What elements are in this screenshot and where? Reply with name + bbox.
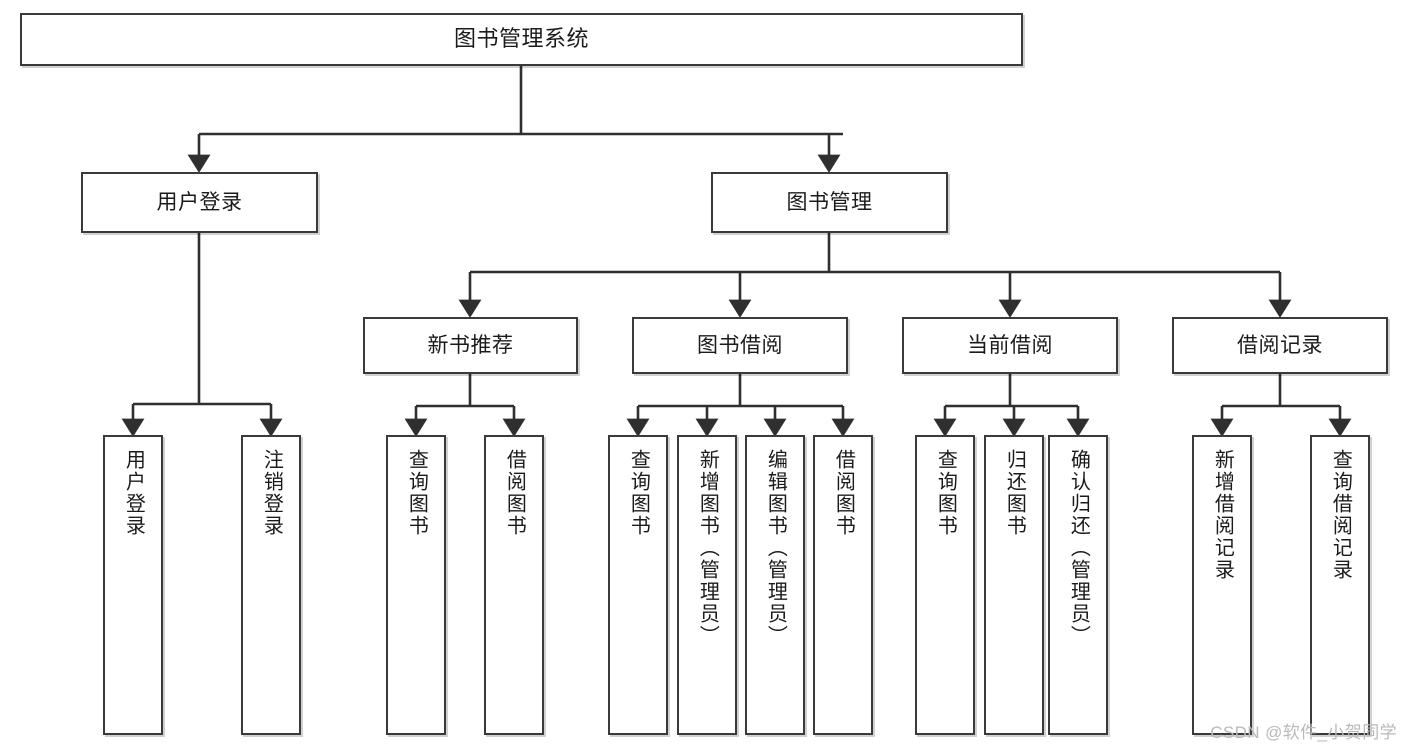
node-label: 注销登录: [260, 449, 283, 537]
node-label: 编辑图书（管理员）: [764, 449, 787, 647]
leaf-return-book[interactable]: 归还图书: [984, 435, 1044, 735]
node-book-manage[interactable]: 图书管理: [711, 172, 948, 233]
leaf-query-book-current[interactable]: 查询图书: [915, 435, 975, 735]
node-label: 用户登录: [156, 190, 243, 214]
node-label: 借阅记录: [1237, 333, 1323, 357]
node-current-borrow[interactable]: 当前借阅: [902, 317, 1118, 374]
node-label: 查询借阅记录: [1329, 449, 1352, 581]
node-new-book-recommend[interactable]: 新书推荐: [363, 317, 578, 374]
node-label: 查询图书: [405, 449, 428, 537]
leaf-borrow-book[interactable]: 借阅图书: [813, 435, 873, 735]
leaf-user-logout[interactable]: 注销登录: [241, 435, 301, 735]
leaf-add-borrow-record[interactable]: 新增借阅记录: [1192, 435, 1252, 735]
leaf-edit-book[interactable]: 编辑图书（管理员）: [745, 435, 805, 735]
node-label: 当前借阅: [967, 333, 1053, 357]
leaf-user-login[interactable]: 用户登录: [103, 435, 163, 735]
node-label: 查询图书: [934, 449, 957, 537]
node-user-login[interactable]: 用户登录: [81, 172, 318, 233]
node-label: 确认归还（管理员）: [1067, 449, 1090, 647]
leaf-borrow-book-recommend[interactable]: 借阅图书: [484, 435, 544, 735]
node-book-borrow[interactable]: 图书借阅: [632, 317, 848, 374]
node-label: 归还图书: [1003, 449, 1026, 537]
node-label: 用户登录: [122, 449, 145, 537]
leaf-query-book-recommend[interactable]: 查询图书: [386, 435, 446, 735]
leaf-confirm-return[interactable]: 确认归还（管理员）: [1048, 435, 1108, 735]
node-label: 新书推荐: [427, 333, 514, 357]
node-label: 图书借阅: [697, 333, 783, 357]
node-label: 图书管理系统: [453, 26, 589, 52]
node-label: 新增图书（管理员）: [696, 449, 719, 647]
node-borrow-record[interactable]: 借阅记录: [1172, 317, 1388, 374]
leaf-query-borrow-record[interactable]: 查询借阅记录: [1310, 435, 1370, 735]
node-label: 借阅图书: [503, 449, 526, 537]
node-label: 图书管理: [786, 190, 873, 214]
leaf-add-book[interactable]: 新增图书（管理员）: [677, 435, 737, 735]
node-root-system[interactable]: 图书管理系统: [20, 13, 1023, 66]
node-label: 借阅图书: [832, 449, 855, 537]
watermark-text: CSDN @软件_小贺同学: [1210, 723, 1397, 742]
node-label: 查询图书: [627, 449, 650, 537]
node-label: 新增借阅记录: [1211, 449, 1234, 581]
leaf-query-book-borrow[interactable]: 查询图书: [608, 435, 668, 735]
